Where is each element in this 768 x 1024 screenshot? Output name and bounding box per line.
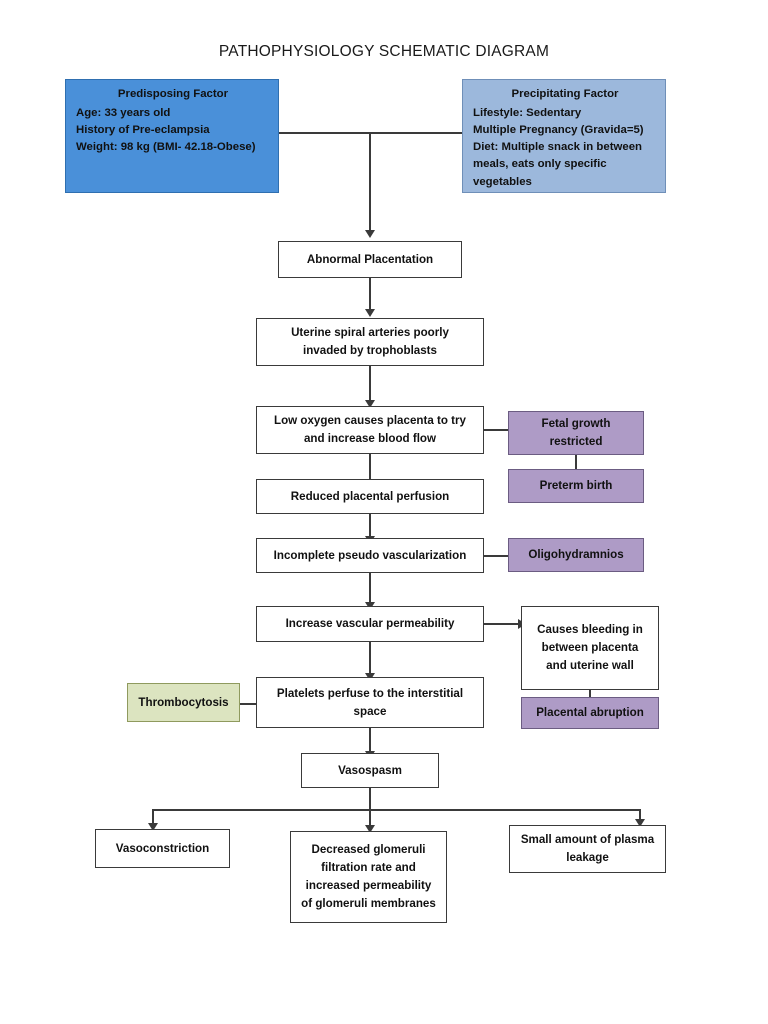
connector-fetalgrowth-to-preterm (575, 455, 577, 469)
connector-bleeding-to-abruption (589, 690, 591, 698)
connector-thrombocytosis-to-platelets (240, 703, 256, 705)
connector-placentation-to-spiral (369, 278, 371, 311)
predisposing-factor-box: Predisposing Factor Age: 33 years old Hi… (65, 79, 279, 193)
connector-bus-to-plasma-leakage (639, 809, 641, 823)
node-increase-vascular-permeability: Increase vascular permeability (256, 606, 484, 642)
node-reduced-placental-perfusion: Reduced placental perfusion (256, 479, 484, 514)
arrowhead-to-plasma-leakage (635, 819, 645, 827)
connector-vasospasm-drop (369, 788, 371, 810)
node-platelets-perfuse: Platelets perfuse to the interstitial sp… (256, 677, 484, 728)
node-preterm-birth: Preterm birth (508, 469, 644, 503)
arrowhead-to-lowoxygen (365, 400, 375, 408)
connector-permeability-to-platelets (369, 642, 371, 677)
connector-permeability-to-bleeding (484, 623, 520, 625)
page-title: PATHOPHYSIOLOGY SCHEMATIC DIAGRAM (218, 43, 550, 60)
predisposing-factor-heading: Predisposing Factor (117, 88, 229, 100)
node-incomplete-pseudo-vascularization: Incomplete pseudo vascularization (256, 538, 484, 573)
precipitating-factor-box: Precipitating Factor Lifestyle: Sedentar… (462, 79, 666, 193)
connector-platelets-to-vasospasm (369, 728, 371, 755)
node-fetal-growth-restricted: Fetal growth restricted (508, 411, 644, 455)
arrowhead-to-glomeruli (365, 825, 375, 833)
connector-bus-to-glomeruli (369, 809, 371, 829)
node-causes-bleeding: Causes bleeding in between placenta and … (521, 606, 659, 690)
arrowhead-to-placentation (365, 230, 375, 238)
node-oligohydramnios: Oligohydramnios (508, 538, 644, 572)
connector-lowoxygen-to-reduced (369, 454, 371, 486)
connector-spiral-to-lowoxygen (369, 366, 371, 404)
node-decreased-glomeruli: Decreased glomeruli filtration rate and … (290, 831, 447, 923)
connector-incomplete-to-permeability (369, 573, 371, 606)
arrowhead-to-vasoconstriction (148, 823, 158, 831)
node-plasma-leakage: Small amount of plasma leakage (509, 825, 666, 873)
node-vasospasm: Vasospasm (301, 753, 439, 788)
connector-incomplete-to-oligohydramnios (484, 555, 508, 557)
node-vasoconstriction: Vasoconstriction (95, 829, 230, 868)
node-low-oxygen: Low oxygen causes placenta to try and in… (256, 406, 484, 454)
node-thrombocytosis: Thrombocytosis (127, 683, 240, 722)
precipitating-factor-heading: Precipitating Factor (511, 88, 619, 100)
node-uterine-spiral-arteries: Uterine spiral arteries poorly invaded b… (256, 318, 484, 366)
precipitating-factor-body: Lifestyle: Sedentary Multiple Pregnancy … (473, 107, 644, 188)
connector-factors-to-placentation (369, 132, 371, 232)
arrowhead-to-spiral (365, 309, 375, 317)
connector-bus-to-vasoconstriction (152, 809, 154, 827)
predisposing-factor-body: Age: 33 years old History of Pre-eclamps… (76, 107, 256, 154)
connector-bottom-bus (152, 809, 641, 811)
connector-lowoxygen-to-fetalgrowth (484, 429, 508, 431)
node-placental-abruption: Placental abruption (521, 697, 659, 729)
connector-reduced-to-incomplete (369, 514, 371, 540)
node-abnormal-placentation: Abnormal Placentation (278, 241, 462, 278)
